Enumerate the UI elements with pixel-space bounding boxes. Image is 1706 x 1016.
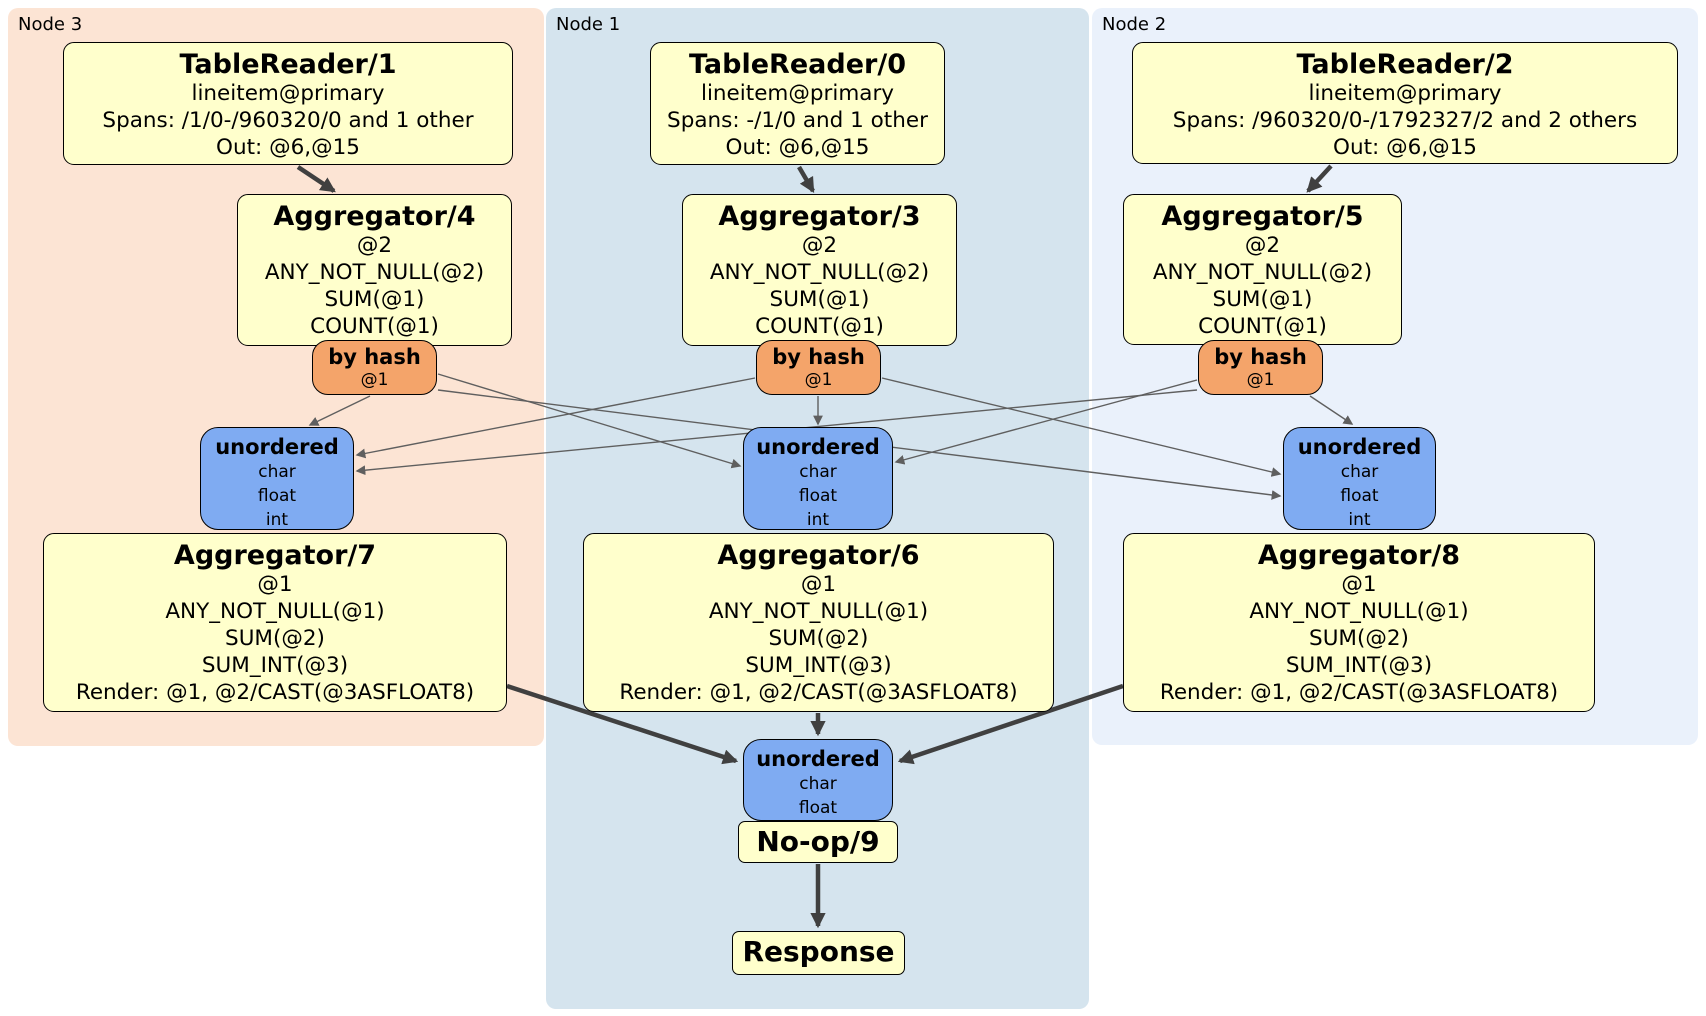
box-line-syncF-0: char: [799, 774, 837, 794]
router-box-byhash4: by hash@1: [312, 340, 437, 395]
box-line-tr0-0: lineitem@primary: [700, 81, 895, 106]
box-line-agg4-1: ANY_NOT_NULL(@2): [264, 260, 485, 285]
box-line-tr2-0: lineitem@primary: [1308, 81, 1502, 106]
box-title-syncF: unordered: [756, 747, 880, 771]
box-line-tr0-1: Spans: -/1/0 and 1 other: [667, 108, 928, 133]
box-line-tr2-1: Spans: /960320/0-/1792327/2 and 2 others: [1172, 108, 1638, 133]
box-title-sync4: unordered: [215, 435, 339, 459]
box-line-agg5-2: SUM(@1): [1212, 287, 1313, 312]
box-title-tr0: TableReader/0: [689, 49, 906, 80]
box-line-byhash3-0: @1: [804, 370, 833, 390]
box-line-agg7-4: Render: @1, @2/CAST(@3ASFLOAT8): [75, 680, 475, 705]
box-line-agg6-2: SUM(@2): [768, 626, 869, 651]
simple-box-resp: Response: [732, 931, 905, 975]
node-region-label-node3: Node 3: [18, 14, 83, 35]
box-line-agg3-3: COUNT(@1): [755, 314, 884, 339]
box-line-sync3-0: char: [799, 462, 837, 482]
box-line-agg5-1: ANY_NOT_NULL(@2): [1152, 260, 1373, 285]
box-line-sync4-2: int: [265, 510, 289, 530]
sync-box-sync4: unordered char float int: [200, 427, 354, 530]
box-title-tr2: TableReader/2: [1296, 49, 1514, 80]
sync-box-sync3: unordered char float int: [743, 427, 893, 530]
box-line-agg4-3: COUNT(@1): [310, 314, 439, 339]
box-line-agg7-1: ANY_NOT_NULL(@1): [165, 599, 385, 624]
box-line-syncF-1: float: [798, 798, 838, 818]
box-title-sync3: unordered: [756, 435, 880, 459]
box-line-agg4-2: SUM(@1): [324, 287, 425, 312]
box-title-resp: Response: [742, 935, 895, 968]
simple-box-noop: No-op/9: [738, 821, 898, 863]
box-line-agg8-1: ANY_NOT_NULL(@1): [1249, 599, 1469, 624]
box-line-agg6-1: ANY_NOT_NULL(@1): [708, 599, 929, 624]
box-line-agg3-0: @2: [801, 233, 838, 258]
box-title-agg8: Aggregator/8: [1257, 540, 1461, 571]
node-region-label-node1: Node 1: [556, 14, 621, 35]
box-line-agg7-2: SUM(@2): [225, 626, 325, 651]
box-line-tr1-2: Out: @6,@15: [216, 135, 360, 160]
box-line-agg8-4: Render: @1, @2/CAST(@3ASFLOAT8): [1159, 680, 1559, 705]
box-title-byhash3: by hash: [772, 345, 865, 369]
box-line-sync4-1: float: [257, 486, 297, 506]
box-title-agg4: Aggregator/4: [273, 201, 476, 232]
box-line-agg8-3: SUM_INT(@3): [1285, 653, 1433, 678]
box-line-agg8-2: SUM(@2): [1309, 626, 1409, 651]
box-line-sync3-2: int: [806, 510, 830, 530]
box-line-agg3-1: ANY_NOT_NULL(@2): [709, 260, 930, 285]
box-line-agg7-0: @1: [257, 572, 293, 597]
box-title-tr1: TableReader/1: [179, 49, 397, 80]
box-line-agg6-0: @1: [800, 572, 837, 597]
box-line-sync4-0: char: [258, 462, 296, 482]
box-line-sync5-1: float: [1340, 486, 1379, 506]
box-line-sync5-0: char: [1340, 462, 1379, 482]
box-line-agg6-3: SUM_INT(@3): [745, 653, 892, 678]
box-line-agg8-0: @1: [1341, 572, 1377, 597]
box-title-agg3: Aggregator/3: [718, 201, 921, 232]
node-region-label-node2: Node 2: [1102, 14, 1167, 35]
box-line-agg5-3: COUNT(@1): [1198, 314, 1327, 339]
box-line-byhash4-0: @1: [360, 370, 389, 390]
box-title-agg7: Aggregator/7: [173, 540, 377, 571]
router-box-byhash5: by hash@1: [1198, 340, 1323, 395]
box-title-byhash4: by hash: [328, 345, 421, 369]
box-title-agg6: Aggregator/6: [717, 540, 920, 571]
box-line-tr0-2: Out: @6,@15: [725, 135, 870, 160]
box-line-agg6-4: Render: @1, @2/CAST(@3ASFLOAT8): [619, 680, 1018, 705]
box-title-byhash5: by hash: [1214, 345, 1307, 369]
box-line-tr1-0: lineitem@primary: [191, 81, 385, 106]
box-line-tr1-1: Spans: /1/0-/960320/0 and 1 other: [102, 108, 474, 133]
box-line-sync5-2: int: [1348, 510, 1371, 530]
box-title-noop: No-op/9: [756, 825, 880, 858]
box-line-agg7-3: SUM_INT(@3): [201, 653, 349, 678]
box-line-agg5-0: @2: [1244, 233, 1281, 258]
sync-box-syncF: unordered char float: [743, 739, 893, 821]
sync-box-sync5: unordered char float int: [1283, 427, 1436, 530]
box-title-sync5: unordered: [1297, 435, 1422, 459]
box-line-agg4-0: @2: [356, 233, 393, 258]
box-line-sync3-1: float: [798, 486, 838, 506]
box-line-agg3-2: SUM(@1): [769, 287, 870, 312]
box-line-tr2-2: Out: @6,@15: [1333, 135, 1477, 160]
box-title-agg5: Aggregator/5: [1161, 201, 1364, 232]
router-box-byhash3: by hash@1: [756, 340, 881, 395]
box-line-byhash5-0: @1: [1246, 370, 1275, 390]
